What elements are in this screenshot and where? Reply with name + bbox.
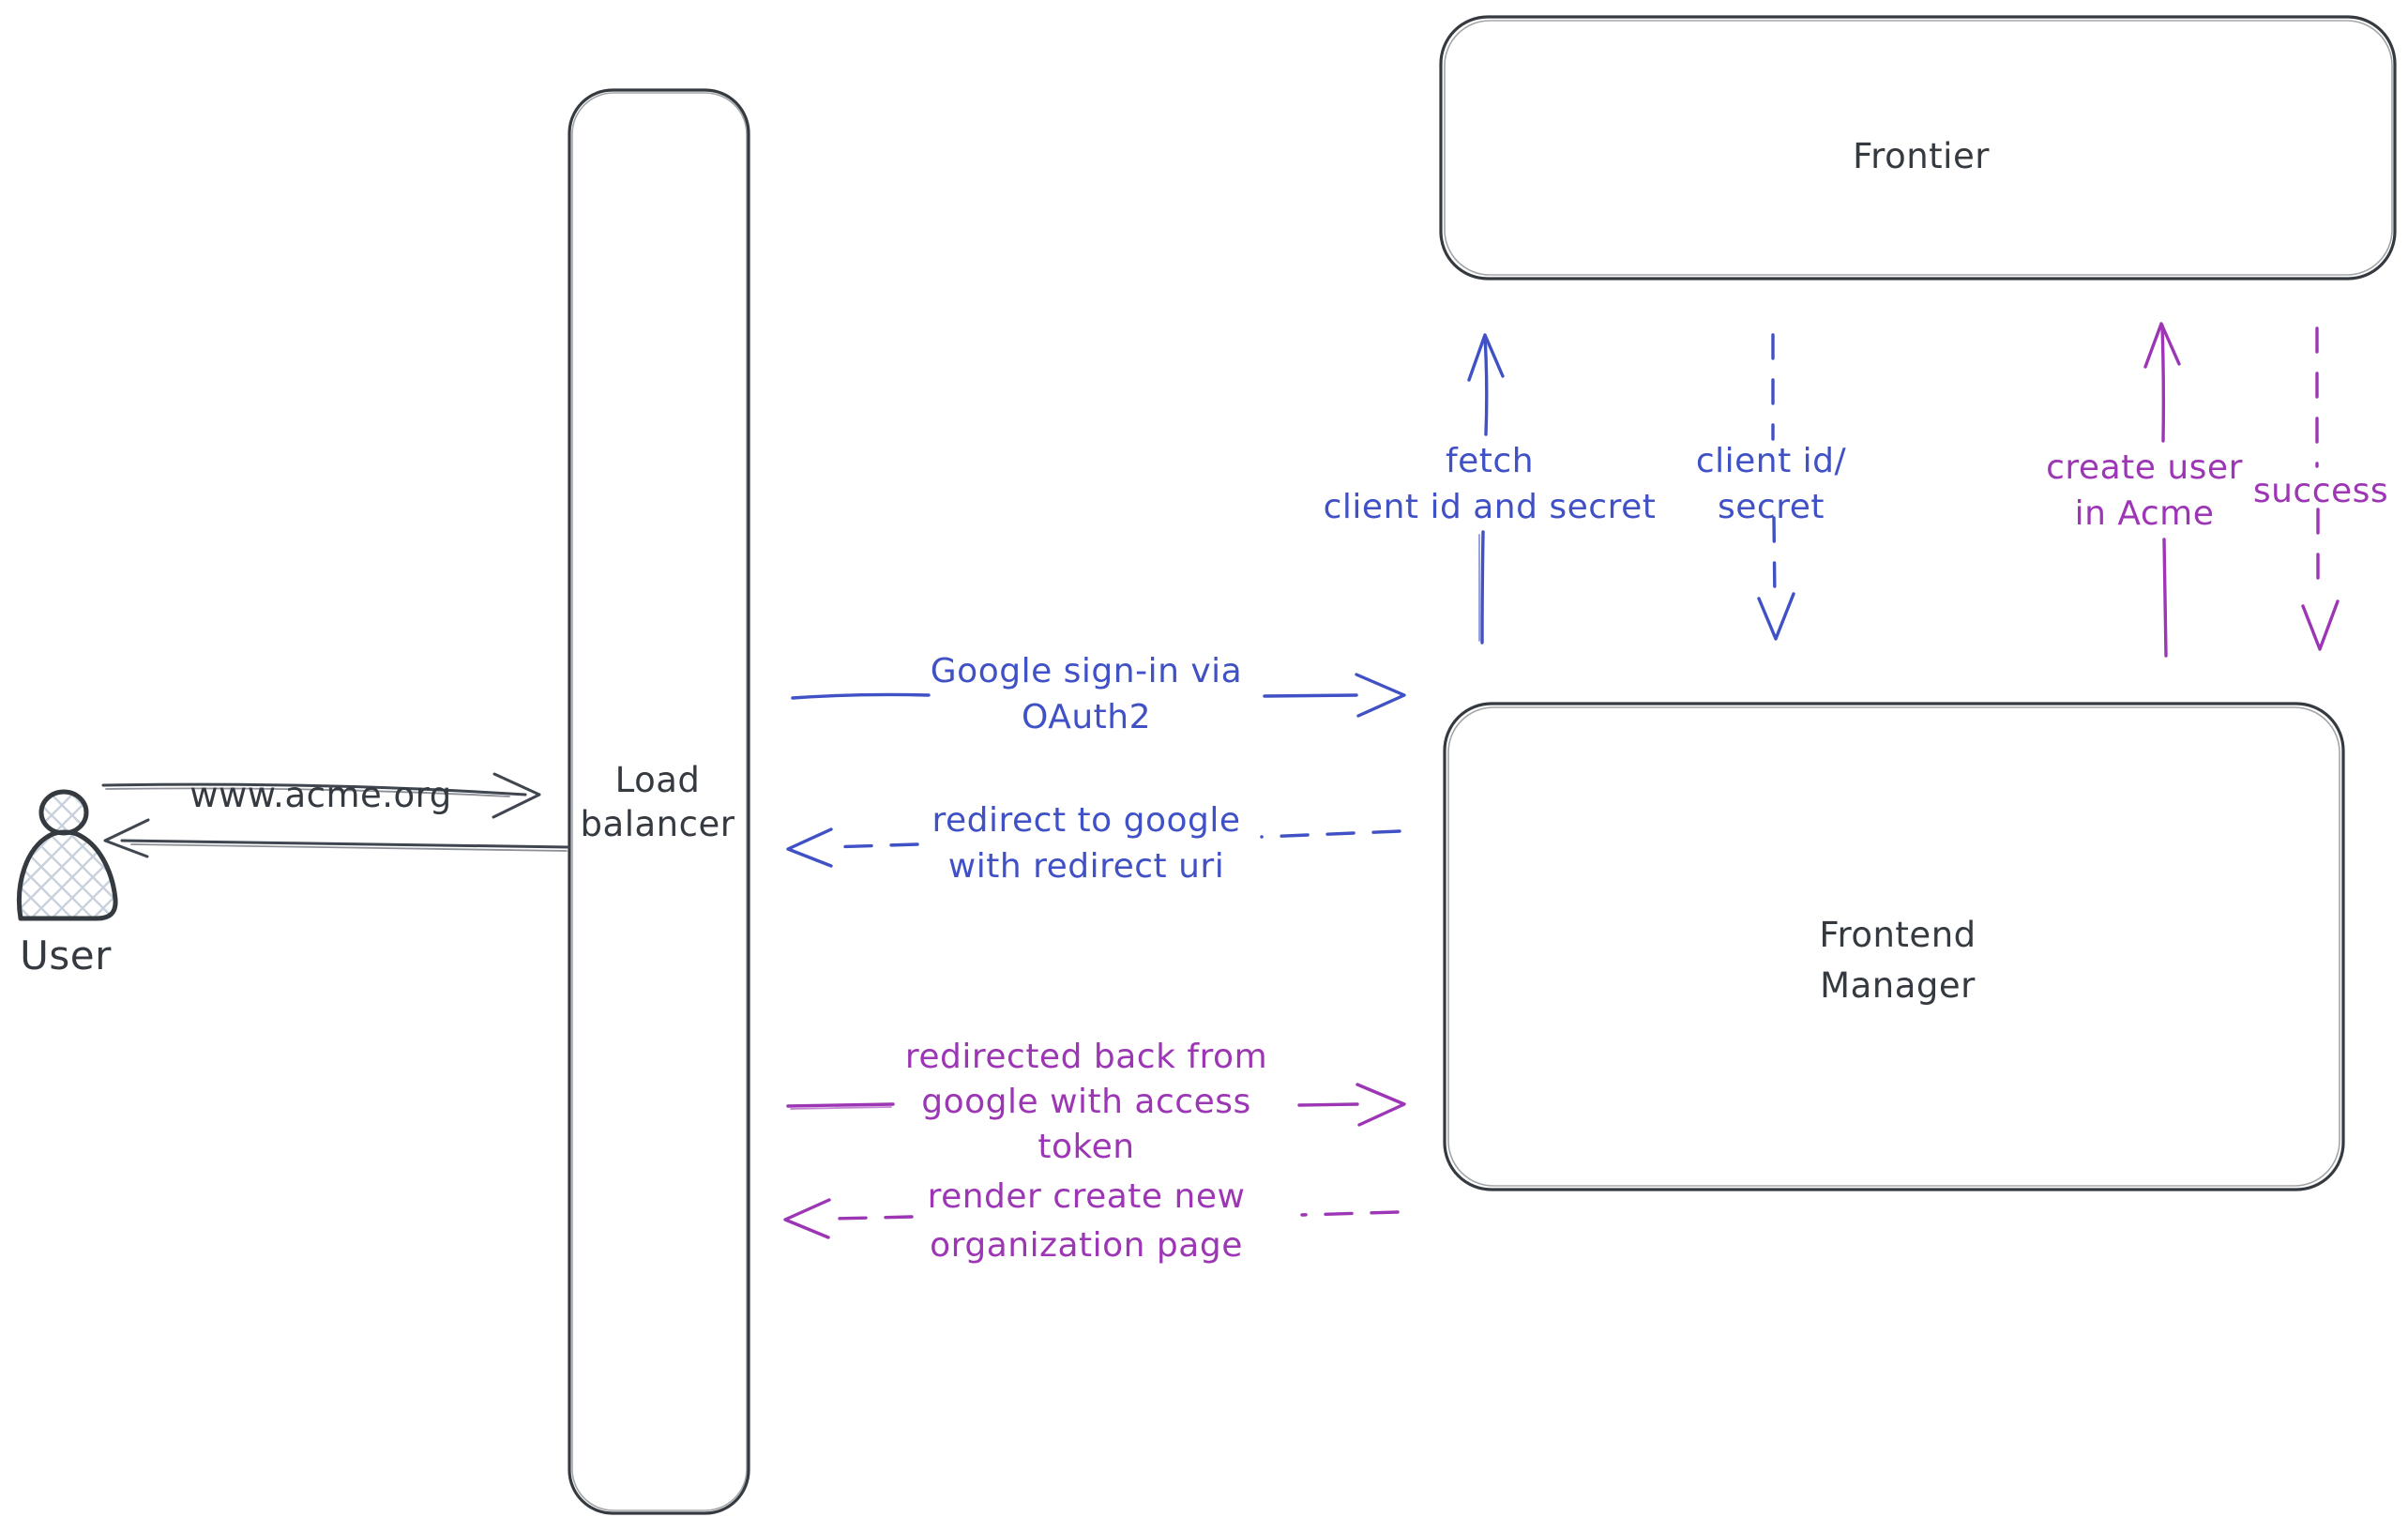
edge-label-success: success: [2252, 472, 2389, 510]
arrow-user-request-head: [492, 772, 541, 819]
edge-label-create-user: create user in Acme: [2046, 448, 2243, 533]
arrow-create-user-shaft-top: [2160, 324, 2166, 443]
user-icon-head: [38, 789, 89, 836]
arrow-render-page-head: [783, 1198, 831, 1239]
arrow-fetch-shaft-bottom: [1480, 530, 1485, 645]
frontier-box-sketch: [1444, 20, 2393, 276]
edge-label-render-org-page: render create new organization page: [927, 1177, 1246, 1265]
user-icon-body: [16, 829, 118, 921]
arrow-redirect-head: [786, 827, 833, 868]
frontend-manager-box-sketch: [1447, 706, 2340, 1187]
frontier-label: Frontier: [1853, 136, 1990, 176]
arrow-redirected-back-line-left: [786, 1102, 895, 1108]
load-balancer-box-sketch: [571, 92, 748, 1511]
edge-label-fetch-credentials: fetch client id and secret: [1323, 442, 1657, 526]
arrow-create-user-head: [2143, 322, 2181, 369]
arrow-fetch-head: [1467, 333, 1505, 382]
arrow-create-user-shaft-bottom: [2162, 538, 2168, 658]
user-label: User: [20, 933, 112, 978]
arrow-redirect-dashes-left: [825, 842, 919, 849]
arrow-render-page-dashes-left: [831, 1215, 914, 1221]
arrow-user-response-head: [103, 818, 150, 858]
arrow-fetch-shaft-top: [1483, 335, 1489, 436]
user-icon: [16, 789, 118, 921]
edge-label-redirect-to-google: redirect to google with redirect uri: [931, 801, 1241, 886]
arrow-google-signin-line-right: [1263, 693, 1358, 698]
edge-label-client-credentials: client id/ secret: [1695, 442, 1847, 526]
edge-label-redirected-back: redirected back from google with access …: [904, 1038, 1268, 1166]
frontier-box: [1439, 15, 2397, 281]
arrow-redirected-back-line-sketch: [790, 1106, 892, 1110]
arrow-google-signin-line-left: [791, 692, 931, 700]
load-balancer-label: Load balancer: [580, 760, 735, 844]
arrow-success-head: [2301, 599, 2340, 651]
arrow-redirected-back-head: [1355, 1083, 1406, 1127]
arrow-google-signin-head: [1355, 673, 1406, 718]
frontend-manager-label: Frontend Manager: [1819, 915, 1976, 1006]
arrow-redirect-dashes-right: [1260, 829, 1401, 839]
arrow-user-request-line-sketch: [105, 787, 510, 797]
edge-label-google-signin: Google sign-in via OAuth2: [930, 652, 1243, 736]
arrow-render-page-dashes-right: [1300, 1210, 1400, 1217]
edge-label-user-request: www.acme.org: [189, 775, 452, 815]
arrow-user-response-line: [120, 839, 570, 849]
load-balancer-box: [568, 88, 750, 1515]
arrow-user-response-line-sketch: [130, 843, 568, 852]
arrow-user-request-line: [101, 782, 527, 796]
arrow-credentials-dashes-bottom: [1772, 516, 1777, 602]
arrow-credentials-head: [1757, 592, 1795, 641]
arrow-redirected-back-line-right: [1297, 1102, 1359, 1107]
frontend-manager-box: [1443, 702, 2345, 1191]
